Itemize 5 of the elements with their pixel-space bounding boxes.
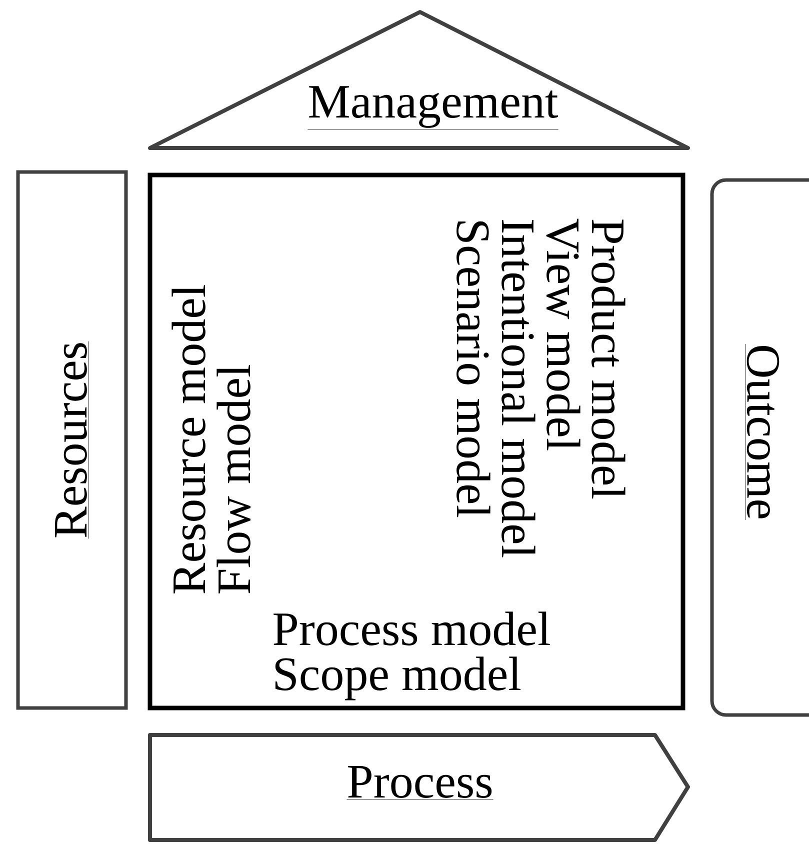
side-box: Resources: [16, 170, 128, 710]
roof-triangle: Management: [148, 10, 690, 150]
arrow-pentagon: Process: [148, 733, 690, 842]
model-box: Resource model Flow model Product model View model Intentional model Scenario model Process model Scope model: [148, 172, 686, 710]
rounded-box: Outcome: [710, 178, 809, 717]
